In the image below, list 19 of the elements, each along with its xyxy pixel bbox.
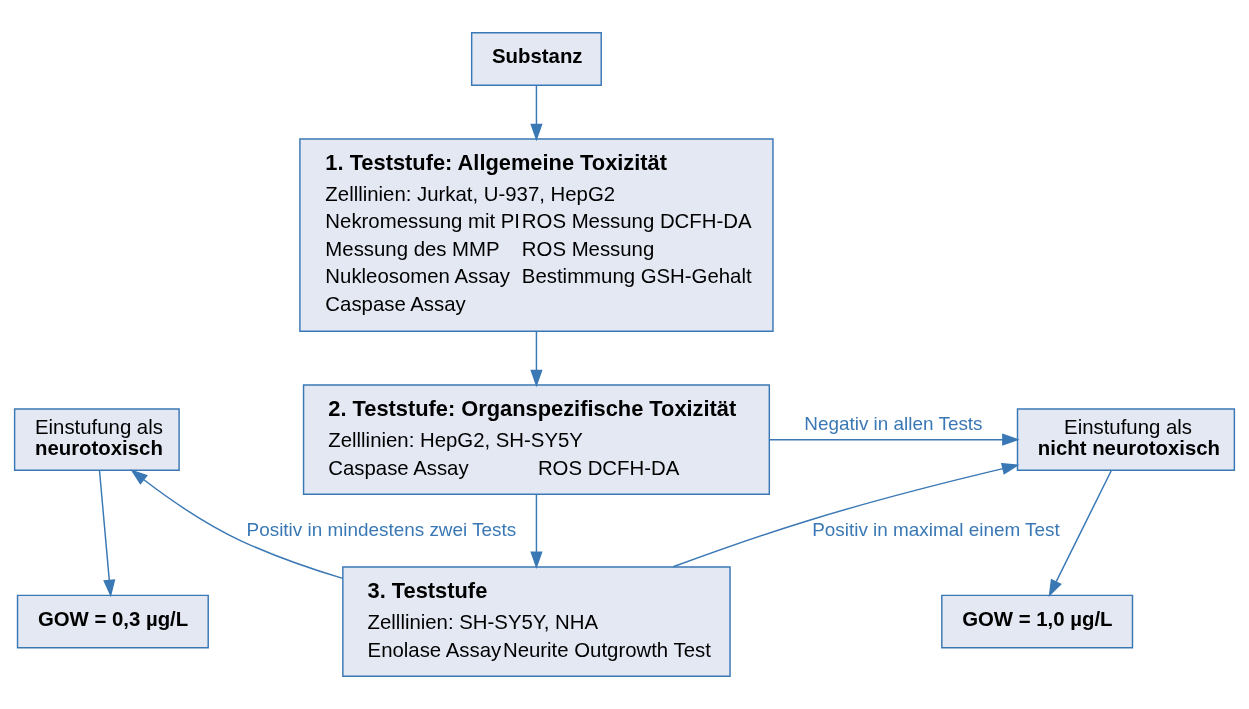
arrow <box>130 469 344 580</box>
edge-label: Positiv in maximal einem Test <box>812 518 1060 540</box>
node-box: Einstufung als nicht neurotoxisch <box>1016 408 1236 471</box>
node-box: 2. Teststufe: Organspezifische Toxizität Zelllinien: HepG2, SH-SY5Y Caspase Assay ROS DCFH-DA <box>302 384 771 495</box>
node-box: 3. Teststufe Zelllinien: SH-SY5Y, NHA Enolase AssayNeurite Outgrowth Test <box>342 566 731 677</box>
node-box: GOW = 0,3 µg/L <box>16 594 209 649</box>
node-box: Substanz <box>470 32 602 86</box>
arrow <box>1048 469 1113 597</box>
node-box: 1. Teststufe: Allgemeine Toxizität Zelllinien: Jurkat, U-937, HepG2 Nekromessung mit PI ROS Messung DCFH-DA Messung des MMP ROS Messung Nukleosomen Assay Bestimmung GSH-Gehalt Caspase Assay <box>299 138 774 332</box>
node-box: GOW = 1,0 µg/L <box>941 594 1134 649</box>
arrow <box>98 469 116 598</box>
arrow <box>672 462 1020 568</box>
arrow <box>530 330 543 388</box>
arrow <box>530 493 543 570</box>
node-box: Einstufung als neurotoxisch <box>13 408 180 471</box>
edge-label: Positiv in mindestens zwei Tests <box>246 518 517 540</box>
arrow <box>768 433 1020 446</box>
edge-label: Negativ in allen Tests <box>804 413 983 435</box>
arrow <box>530 84 543 142</box>
